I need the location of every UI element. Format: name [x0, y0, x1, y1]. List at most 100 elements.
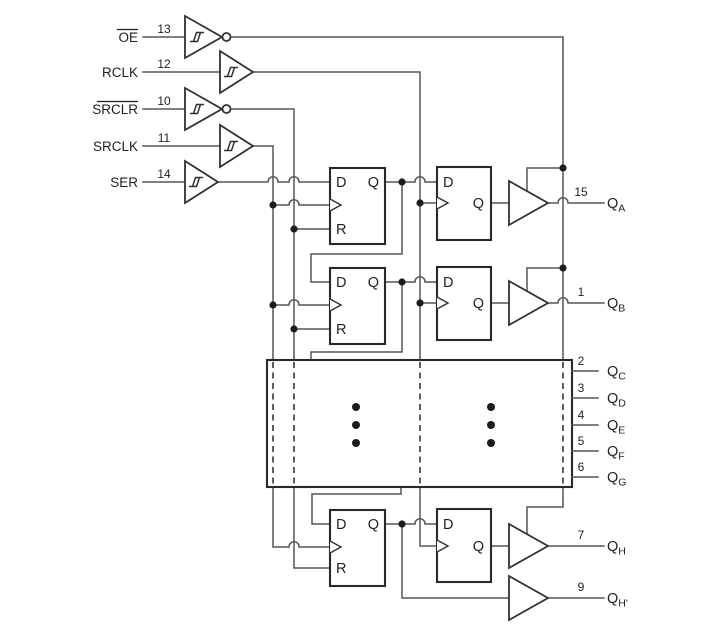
ser-to-d-a	[217, 176, 331, 183]
srclr-bus-wire	[229, 108, 295, 363]
srclk-branch-a	[272, 199, 331, 206]
pin-number-14: 14	[157, 167, 171, 181]
junction-dot	[398, 278, 406, 286]
srclk-bus-wire	[252, 145, 274, 363]
buffer-a-enable-wire	[526, 167, 564, 192]
ellipsis-dot	[487, 403, 495, 411]
clock-caret-icon	[436, 296, 450, 310]
oe-bus-wire	[229, 36, 564, 363]
output-subscript: C	[618, 371, 626, 383]
hysteresis-icon	[189, 176, 203, 188]
junction-dot	[559, 164, 567, 172]
inverter-bubble-icon	[221, 104, 232, 114]
pin-number-10: 10	[157, 94, 171, 108]
input-row-rclk: RCLK 12	[102, 49, 255, 95]
ff-r-label: R	[336, 322, 346, 338]
junction-dot	[416, 199, 424, 207]
qh-ff-to-latch	[384, 518, 438, 525]
pin-number-5: 5	[578, 434, 585, 448]
output-letter: Q	[607, 364, 618, 380]
ff-r-label: R	[336, 561, 346, 577]
ff-d-label: D	[336, 275, 346, 291]
ser-schmitt-buffer-icon	[184, 159, 220, 205]
junction-dot	[290, 225, 298, 233]
srclr-bus-to-r-h	[293, 485, 331, 569]
srclk-branch-b	[272, 299, 331, 306]
pin-number-9: 9	[578, 580, 585, 594]
oe-schmitt-buffer-icon	[184, 14, 224, 60]
output-subscript: B	[618, 303, 625, 315]
pin-number-15: 15	[574, 185, 588, 199]
rclk-schmitt-buffer-icon	[219, 49, 255, 95]
qa-tristate-buffer-icon	[508, 179, 550, 227]
output-subscript: E	[618, 425, 625, 437]
output-label-qf: QF	[607, 444, 625, 463]
output-letter: Q	[607, 418, 618, 434]
inverter-bubble-icon	[221, 32, 232, 42]
clock-caret-icon	[436, 196, 450, 210]
output-label-qb: QB	[607, 296, 625, 315]
hysteresis-icon	[190, 103, 204, 115]
qb-ff-to-stage-c	[310, 281, 403, 361]
qa-output-wire	[547, 197, 605, 204]
oe-bus-to-qh-enable	[526, 485, 564, 535]
pin-number-1: 1	[578, 285, 585, 299]
qh-prime-buffer-icon	[508, 574, 550, 622]
stage-b: D Q R D Q 1 QB	[328, 265, 625, 346]
latch-q-label: Q	[473, 539, 484, 555]
repeated-stages-region: 2 3 4 5 6 QC QD QE QF QG	[265, 354, 626, 489]
input-row-oe: OE 13	[117, 14, 232, 60]
junction-dot	[290, 325, 298, 333]
ellipsis-dot	[352, 403, 360, 411]
ellipsis-dot	[487, 439, 495, 447]
output-letter: Q	[607, 444, 618, 460]
pin-number-6: 6	[578, 460, 585, 474]
pin-number-7: 7	[578, 528, 585, 542]
qb-ff-to-latch	[384, 276, 438, 283]
input-row-srclr: SRCLR 10	[92, 86, 232, 132]
junction-dot	[559, 264, 567, 272]
clock-caret-icon	[329, 298, 343, 312]
junction-dot	[269, 301, 277, 309]
clock-caret-icon	[329, 198, 343, 212]
output-label-qe: QE	[607, 418, 625, 437]
output-subscript: G	[618, 477, 626, 489]
ff-d-label: D	[336, 175, 346, 191]
stage-a: D Q R D Q 15 QA	[328, 165, 625, 246]
hysteresis-icon	[224, 140, 238, 152]
ellipsis-dot	[487, 421, 495, 429]
output-letter: Q	[607, 296, 618, 312]
clock-caret-icon	[329, 540, 343, 554]
rclk-bus-to-latch-h	[419, 485, 438, 547]
junction-dot	[416, 299, 424, 307]
output-letter: Q	[607, 470, 618, 486]
srclr-schmitt-buffer-icon	[184, 86, 224, 132]
latch-d-label: D	[443, 517, 453, 533]
qb-tristate-buffer-icon	[508, 279, 550, 327]
buffer-b-enable-wire	[526, 267, 564, 292]
input-label-ser: SER	[110, 175, 138, 190]
output-subscript: H'	[618, 598, 628, 610]
srclk-schmitt-buffer-icon	[219, 123, 255, 169]
input-label-srclr: SRCLR	[92, 102, 138, 117]
qh-ff-to-qh-prime-buffer	[401, 523, 510, 599]
input-label-oe: OE	[118, 30, 138, 45]
input-label-srclk: SRCLK	[93, 139, 138, 154]
output-letter: Q	[607, 196, 618, 212]
output-label-qh-prime: QH'	[607, 591, 628, 610]
qb-output-wire	[547, 297, 605, 304]
output-label-qc: QC	[607, 364, 626, 383]
latch-d-label: D	[443, 175, 453, 191]
clock-caret-icon	[436, 539, 450, 553]
pin-number-11: 11	[158, 131, 171, 145]
wires	[217, 36, 605, 599]
input-label-rclk: RCLK	[102, 65, 138, 80]
hysteresis-icon	[190, 31, 204, 43]
output-letter: Q	[607, 591, 618, 607]
output-subscript: H	[618, 546, 626, 558]
latch-d-label: D	[443, 275, 453, 291]
ff-q-label: Q	[368, 175, 379, 191]
output-label-qd: QD	[607, 391, 626, 410]
